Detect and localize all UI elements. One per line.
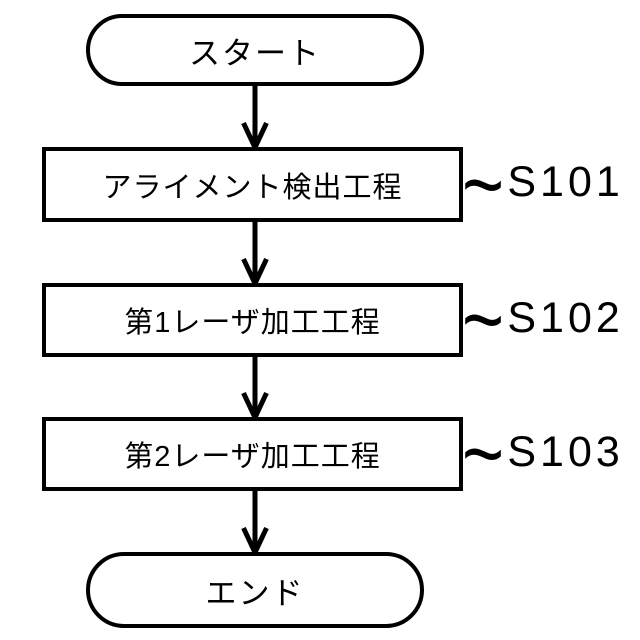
step-ref-s102: ~ S102 xyxy=(462,275,638,367)
process-label-s103: 第2レーザ加工工程 xyxy=(124,441,381,473)
flow-arrow-step3-to-end xyxy=(241,489,269,559)
step-ref-label-s101: S101 xyxy=(507,158,624,206)
step-ref-label-s102: S102 xyxy=(507,293,624,342)
step-ref-label-s103: S103 xyxy=(507,427,624,476)
process-box-s103: 第2レーザ加工工程 xyxy=(42,417,463,491)
end-terminal: エンド xyxy=(86,552,424,628)
flow-arrow-step2-to-step3 xyxy=(241,355,269,424)
end-label: エンド xyxy=(205,575,305,611)
step-ref-s101: ~ S101 xyxy=(462,140,638,232)
flow-arrow-start-to-step1 xyxy=(241,85,269,154)
step-ref-s103: ~ S103 xyxy=(462,409,638,501)
start-terminal: スタート xyxy=(86,14,424,86)
tilde-connector-s103: ~ xyxy=(462,404,505,506)
start-label: スタート xyxy=(189,35,321,71)
process-label-s101: アライメント検出工程 xyxy=(102,171,403,204)
flow-arrow-step1-to-step2 xyxy=(241,220,269,290)
process-label-s102: 第1レーザ加工工程 xyxy=(124,307,381,339)
tilde-connector-s101: ~ xyxy=(462,134,505,237)
tilde-connector-s102: ~ xyxy=(462,270,505,372)
process-box-s101: アライメント検出工程 xyxy=(42,147,463,222)
process-box-s102: 第1レーザ加工工程 xyxy=(42,283,463,357)
